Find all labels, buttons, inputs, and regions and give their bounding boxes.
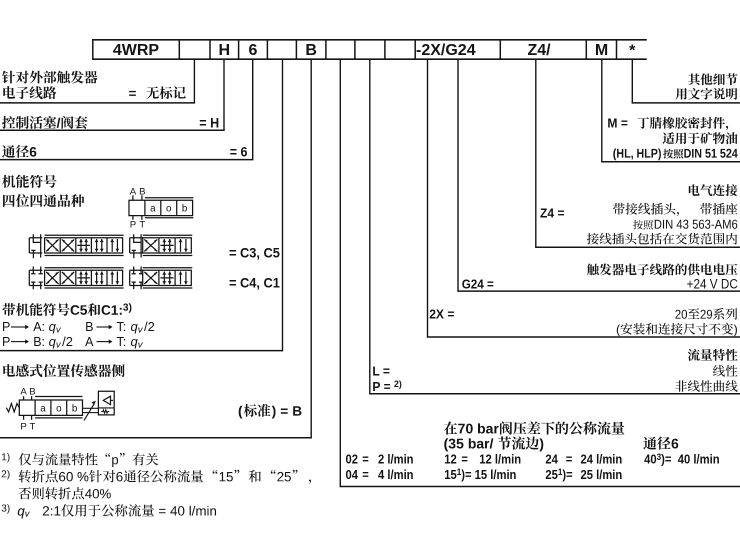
svg-text:b: b	[72, 403, 78, 414]
svg-text:24 l/min: 24 l/min	[581, 452, 623, 467]
svg-text:T:: T:	[117, 320, 127, 334]
svg-text:T: T	[29, 422, 35, 433]
svg-text:Z4 =: Z4 =	[540, 206, 565, 220]
svg-text:P: P	[130, 220, 136, 231]
svg-text:a: a	[150, 204, 156, 215]
svg-text:-2X/G24: -2X/G24	[416, 42, 476, 59]
svg-text:P: P	[20, 422, 26, 433]
svg-text:/2: /2	[144, 319, 155, 334]
svg-text:=: =	[566, 452, 573, 467]
svg-text:b: b	[182, 204, 188, 215]
svg-text:= C4, C1: = C4, C1	[229, 275, 280, 290]
svg-text:B: B	[139, 186, 145, 197]
svg-text:24: 24	[545, 452, 558, 467]
svg-text:403)=: 403)=	[644, 451, 671, 467]
svg-text:A: A	[85, 335, 94, 349]
svg-text:L =: L =	[372, 364, 390, 378]
svg-text:Z4/: Z4/	[527, 42, 551, 59]
svg-text:a: a	[40, 403, 46, 414]
svg-text:*: *	[629, 43, 636, 60]
svg-text:02: 02	[346, 452, 359, 467]
svg-text:B: B	[305, 42, 317, 59]
svg-text:4WRP: 4WRP	[113, 42, 160, 59]
svg-text:M: M	[595, 42, 608, 59]
svg-text:B: B	[85, 320, 93, 334]
svg-text:=: =	[461, 452, 468, 467]
svg-text:=: =	[362, 452, 369, 467]
svg-text:/2: /2	[62, 334, 73, 349]
svg-text:2 l/min: 2 l/min	[378, 452, 414, 467]
svg-text:12: 12	[444, 452, 457, 467]
svg-text:H: H	[219, 42, 231, 59]
svg-text:6: 6	[248, 42, 257, 59]
svg-text:= H: = H	[199, 115, 219, 131]
svg-text:2X =: 2X =	[429, 307, 454, 321]
svg-text:G24 =: G24 =	[462, 277, 494, 292]
svg-text:T: T	[139, 220, 145, 231]
svg-text:A: A	[130, 186, 137, 197]
svg-text:=: =	[362, 467, 369, 482]
svg-text:M =: M =	[607, 116, 627, 130]
svg-text:151)= 15 l/min: 151)= 15 l/min	[444, 467, 516, 483]
svg-text:12 l/min: 12 l/min	[479, 452, 521, 467]
svg-text:251)=: 251)=	[545, 467, 572, 483]
svg-text:T:: T:	[117, 335, 127, 349]
svg-text:25 l/min: 25 l/min	[581, 467, 623, 482]
svg-text:A:: A:	[33, 320, 45, 334]
svg-text:P: P	[2, 320, 10, 334]
svg-text:o: o	[166, 204, 172, 215]
svg-text:= 6: = 6	[230, 144, 248, 160]
svg-text:40 l/min: 40 l/min	[678, 452, 720, 467]
svg-text:P: P	[2, 335, 10, 349]
svg-text:A: A	[20, 387, 27, 398]
svg-text:= C3, C5: = C3, C5	[229, 245, 280, 260]
svg-text:o: o	[56, 403, 62, 414]
svg-text:4 l/min: 4 l/min	[378, 467, 414, 482]
svg-text:+24 V DC: +24 V DC	[687, 276, 738, 292]
svg-text:04: 04	[346, 467, 359, 482]
svg-text:B:: B:	[33, 335, 45, 349]
svg-text:B: B	[29, 387, 35, 398]
